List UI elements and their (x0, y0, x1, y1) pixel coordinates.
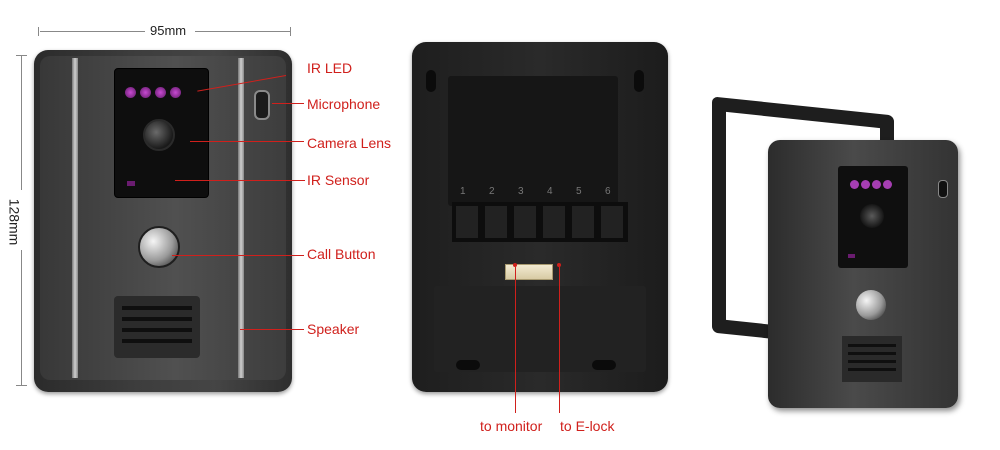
left-silver-stripe (72, 58, 78, 378)
to-monitor-dot (513, 263, 517, 267)
back-unit: 1 2 3 4 5 6 (412, 42, 668, 392)
speaker-grille (114, 296, 200, 358)
ir-led-label: IR LED (307, 60, 353, 76)
terminal-block (452, 202, 628, 242)
to-elock-dot (557, 263, 561, 267)
call-button-label: Call Button (307, 246, 376, 262)
terminal-number: 6 (605, 186, 611, 197)
ir-led-icon (861, 180, 870, 189)
rear-cover-plate (448, 76, 618, 206)
ir-led-icon (850, 180, 859, 189)
terminal-number: 3 (518, 186, 524, 197)
mount-hole-icon (634, 70, 644, 92)
camera-lens-label: Camera Lens (307, 135, 392, 151)
speaker-label: Speaker (307, 321, 360, 337)
front-unit (34, 50, 292, 392)
to-monitor-label: to monitor (480, 418, 543, 434)
width-label: 95mm (150, 23, 187, 38)
microphone-label: Microphone (307, 96, 381, 112)
ir-led-icon (140, 87, 151, 98)
to-elock-label: to E-lock (560, 418, 615, 434)
call-button[interactable] (856, 290, 886, 320)
ir-led-icon (170, 87, 181, 98)
right-silver-stripe (238, 58, 244, 378)
mount-hole-icon (592, 360, 616, 370)
connector-plug (505, 264, 553, 280)
mount-hole-icon (456, 360, 480, 370)
terminal-number: 2 (489, 186, 495, 197)
ir-led-row (125, 87, 185, 99)
speaker-grille (842, 336, 902, 382)
terminal-number: 5 (576, 186, 582, 197)
ir-sensor-icon (127, 181, 135, 186)
camera-window (114, 68, 209, 198)
ir-led-icon (155, 87, 166, 98)
ir-led-icon (883, 180, 892, 189)
angled-unit (768, 140, 958, 408)
terminal-numbers: 1 2 3 4 5 6 (456, 186, 626, 200)
terminal-number: 4 (547, 186, 553, 197)
ir-led-icon (872, 180, 881, 189)
height-label: 128mm (6, 198, 23, 246)
ir-sensor-label: IR Sensor (307, 172, 370, 188)
ir-sensor-icon (848, 254, 855, 258)
microphone-icon (938, 180, 948, 198)
camera-lens-icon (143, 119, 175, 151)
terminal-number: 1 (460, 186, 466, 197)
ir-led-icon (125, 87, 136, 98)
angled-camera-window (838, 166, 908, 268)
mount-hole-icon (426, 70, 436, 92)
camera-lens-icon (860, 204, 884, 228)
rear-base-plate (434, 286, 646, 372)
microphone-icon (254, 90, 270, 120)
call-button[interactable] (138, 226, 180, 268)
